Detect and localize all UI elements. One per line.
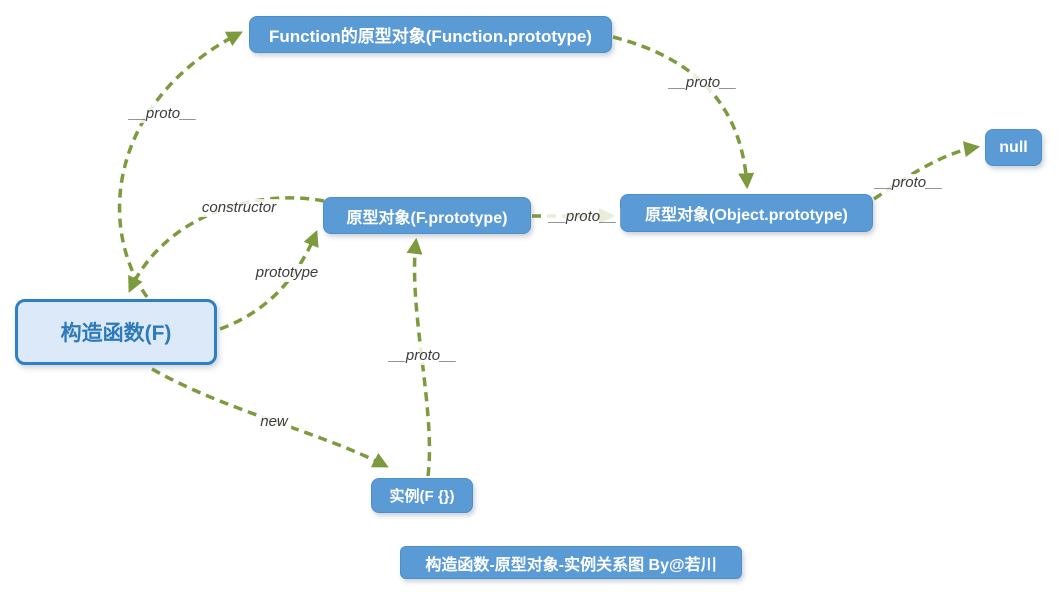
- diagram-title: 构造函数-原型对象-实例关系图 By@若川: [400, 546, 742, 579]
- edge-label-new: new: [257, 413, 291, 431]
- node-instance-f: 实例(F {}): [371, 478, 473, 513]
- edge-label-prototype: prototype: [252, 264, 322, 282]
- node-object-prototype: 原型对象(Object.prototype): [620, 194, 873, 232]
- edge-new-constructorF-to-instance: [151, 367, 389, 468]
- edge-prototype-constructorF-to-fPrototype: [219, 230, 319, 331]
- node-null: null: [985, 129, 1042, 166]
- node-f-prototype: 原型对象(F.prototype): [323, 197, 531, 234]
- edge-label-proto-instance: __proto__: [386, 347, 460, 365]
- node-function-prototype: Function的原型对象(Function.prototype): [249, 16, 612, 53]
- edge-label-constructor: constructor: [198, 199, 280, 217]
- edge-label-proto-objectPrototype: __proto__: [872, 174, 946, 192]
- edge-proto-objectPrototype-to-null: [873, 141, 981, 201]
- edge-proto-functionPrototype-to-objectPrototype: [612, 35, 755, 190]
- node-constructor-f: 构造函数(F): [15, 299, 217, 365]
- edge-label-proto-functionPrototype: __proto__: [666, 74, 740, 92]
- edge-label-proto-fPrototype: __proto__: [546, 208, 620, 226]
- edge-label-proto-constructorF: __proto__: [126, 105, 200, 123]
- edge-proto-constructorF-to-functionPrototype: [117, 31, 243, 299]
